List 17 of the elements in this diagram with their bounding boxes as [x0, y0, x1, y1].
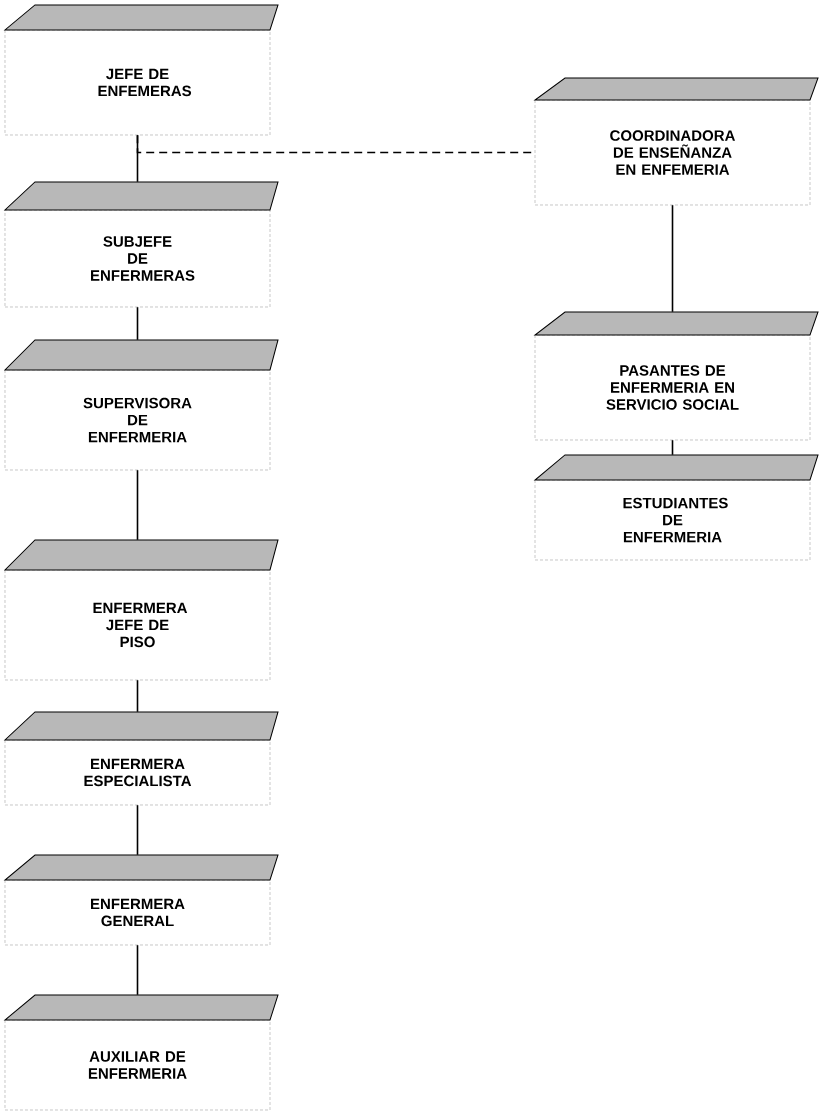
org-box: ENFERMERA GENERAL — [4, 854, 279, 946]
connector-line — [136, 306, 139, 341]
connector-line — [671, 204, 674, 313]
connector-line — [136, 679, 139, 713]
org-box: ENFERMERA ESPECIALISTA — [4, 711, 279, 806]
org-box: SUPERVISORA DE ENFERMERIA — [4, 339, 279, 471]
connector-line — [136, 804, 139, 856]
org-box: ESTUDIANTES DE ENFERMERIA — [534, 454, 819, 561]
org-box: PASANTES DE ENFERMERIA EN SERVICIO SOCIAL — [534, 311, 819, 441]
org-box: SUBJEFE DE ENFERMERAS — [4, 181, 279, 308]
org-box: JEFE DE ENFEMERAS — [4, 4, 279, 136]
org-box: AUXILIAR DE ENFERMERIA — [4, 994, 279, 1111]
connector-line — [671, 439, 674, 456]
connector-line — [136, 469, 139, 541]
connector-line — [136, 944, 139, 996]
org-box: COORDINADORA DE ENSEÑANZA EN ENFEMERIA — [534, 77, 819, 206]
org-box: ENFERMERA JEFE DE PISO — [4, 539, 279, 681]
